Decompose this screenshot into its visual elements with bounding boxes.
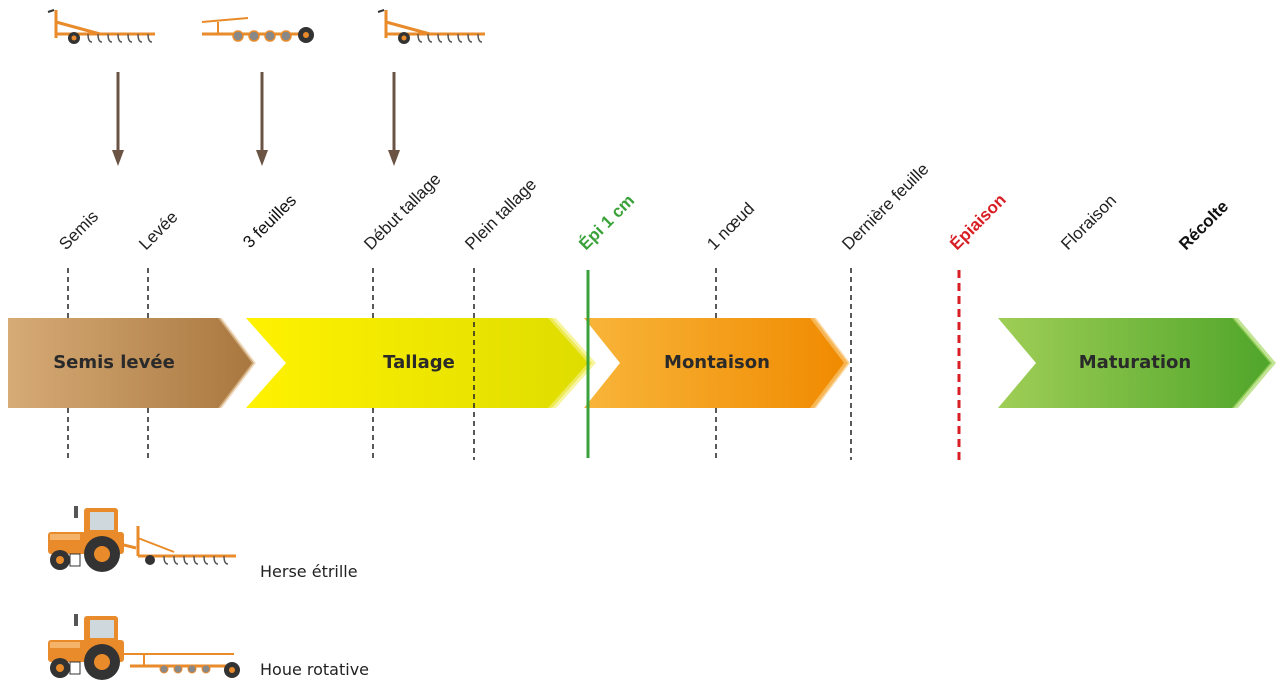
tractor-herse-icon — [48, 506, 236, 572]
legend-herse-etrille: Herse étrille — [260, 562, 358, 581]
phase-tallage-label: Tallage — [383, 352, 455, 373]
phase-semis-levee-chevron — [8, 318, 256, 408]
arrow-3-feuilles — [256, 72, 268, 166]
arrow-debut-tallage — [388, 72, 400, 166]
harrow-tool-icon-2 — [377, 9, 485, 44]
phase-maturation-chevron — [998, 318, 1276, 408]
arrow-semis — [112, 72, 124, 166]
phase-tallage-chevron — [246, 318, 596, 408]
rotary-hoe-tool-icon — [201, 17, 314, 43]
tractor-houe-icon — [48, 614, 240, 680]
phase-maturation-label: Maturation — [1078, 352, 1192, 373]
phase-semis-levee-label: Semis levée — [53, 352, 175, 373]
phase-montaison-chevron — [584, 318, 850, 408]
harrow-tool-icon — [47, 9, 155, 44]
stage-lines — [67, 268, 852, 460]
phase-montaison-label: Montaison — [664, 352, 770, 373]
legend-houe-rotative: Houe rotative — [260, 660, 370, 679]
